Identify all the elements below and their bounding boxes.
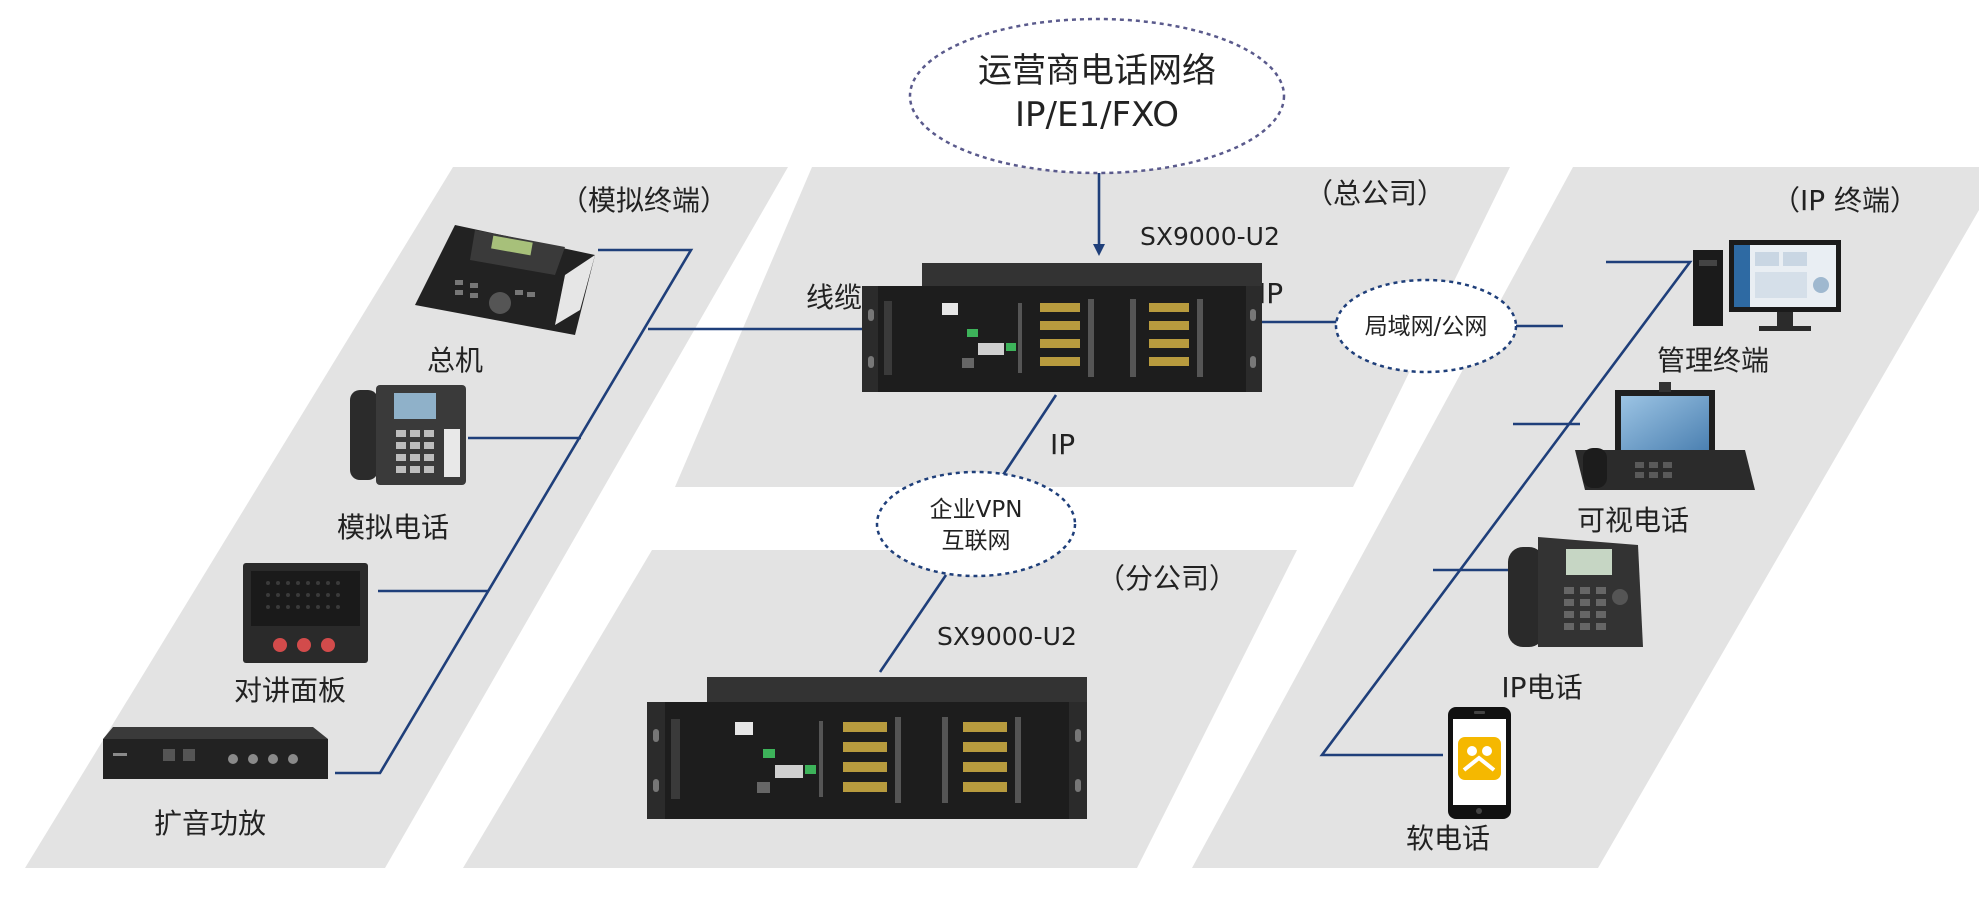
lan-public-cloud: [1334, 278, 1518, 374]
intercom-panel-icon: [243, 563, 368, 663]
ip-phone-icon: [1508, 537, 1643, 647]
analog-device-label-console: 总机: [427, 344, 483, 377]
analog-phone-icon: [350, 385, 466, 485]
lan-cloud-label: 局域网/公网: [1365, 314, 1488, 340]
analog-terminal-panel: [25, 167, 788, 868]
vpn-internet-cloud: [875, 470, 1077, 578]
video-phone-icon: [1575, 382, 1755, 490]
ip-terminal-panel: [1192, 167, 1979, 868]
ip-link-label-right: IP: [1258, 277, 1283, 310]
analog-device-label-intercom: 对讲面板: [234, 674, 346, 707]
carrier-cloud-line2: IP/E1/FXO: [1015, 95, 1179, 135]
branch-device-model: SX9000-U2: [937, 622, 1077, 651]
analog-device-label-phone: 模拟电话: [337, 511, 449, 544]
ip-panel-title: （IP 终端）: [1772, 184, 1918, 217]
ip-device-label-video-phone: 可视电话: [1577, 504, 1689, 537]
ip-device-label-softphone: 软电话: [1406, 822, 1490, 855]
management-pc-icon: [1693, 240, 1841, 331]
hq-panel-title: （总公司）: [1305, 177, 1445, 210]
hq-sx9000-gateway-icon: [862, 263, 1262, 392]
ip-link-label-down: IP: [1050, 428, 1075, 461]
analog-bus-line: [335, 248, 694, 775]
hq-device-model: SX9000-U2: [1140, 222, 1280, 251]
carrier-network-cloud: [908, 17, 1286, 175]
ip-device-label-ip-phone: IP电话: [1501, 671, 1582, 704]
analog-panel-title: （模拟终端）: [560, 184, 728, 217]
hq-to-vpn-line: [1001, 394, 1058, 476]
branch-panel-title: （分公司）: [1097, 562, 1237, 595]
vpn-cloud-line2: 互联网: [942, 528, 1011, 554]
branch-sx9000-gateway-icon: [647, 677, 1087, 819]
softphone-mobile-icon: [1448, 707, 1511, 819]
ip-device-label-management: 管理终端: [1657, 344, 1769, 377]
vpn-cloud-line1: 企业VPN: [930, 497, 1023, 523]
ip-bus-line: [1319, 260, 1693, 757]
carrier-cloud-line1: 运营商电话网络: [978, 51, 1216, 91]
cable-link-label: 线缆: [806, 281, 862, 314]
pbx-console-phone-icon: [415, 225, 595, 335]
vpn-to-branch-line: [878, 574, 948, 673]
amplifier-icon: [103, 727, 328, 779]
analog-device-label-amplifier: 扩音功放: [154, 807, 266, 840]
